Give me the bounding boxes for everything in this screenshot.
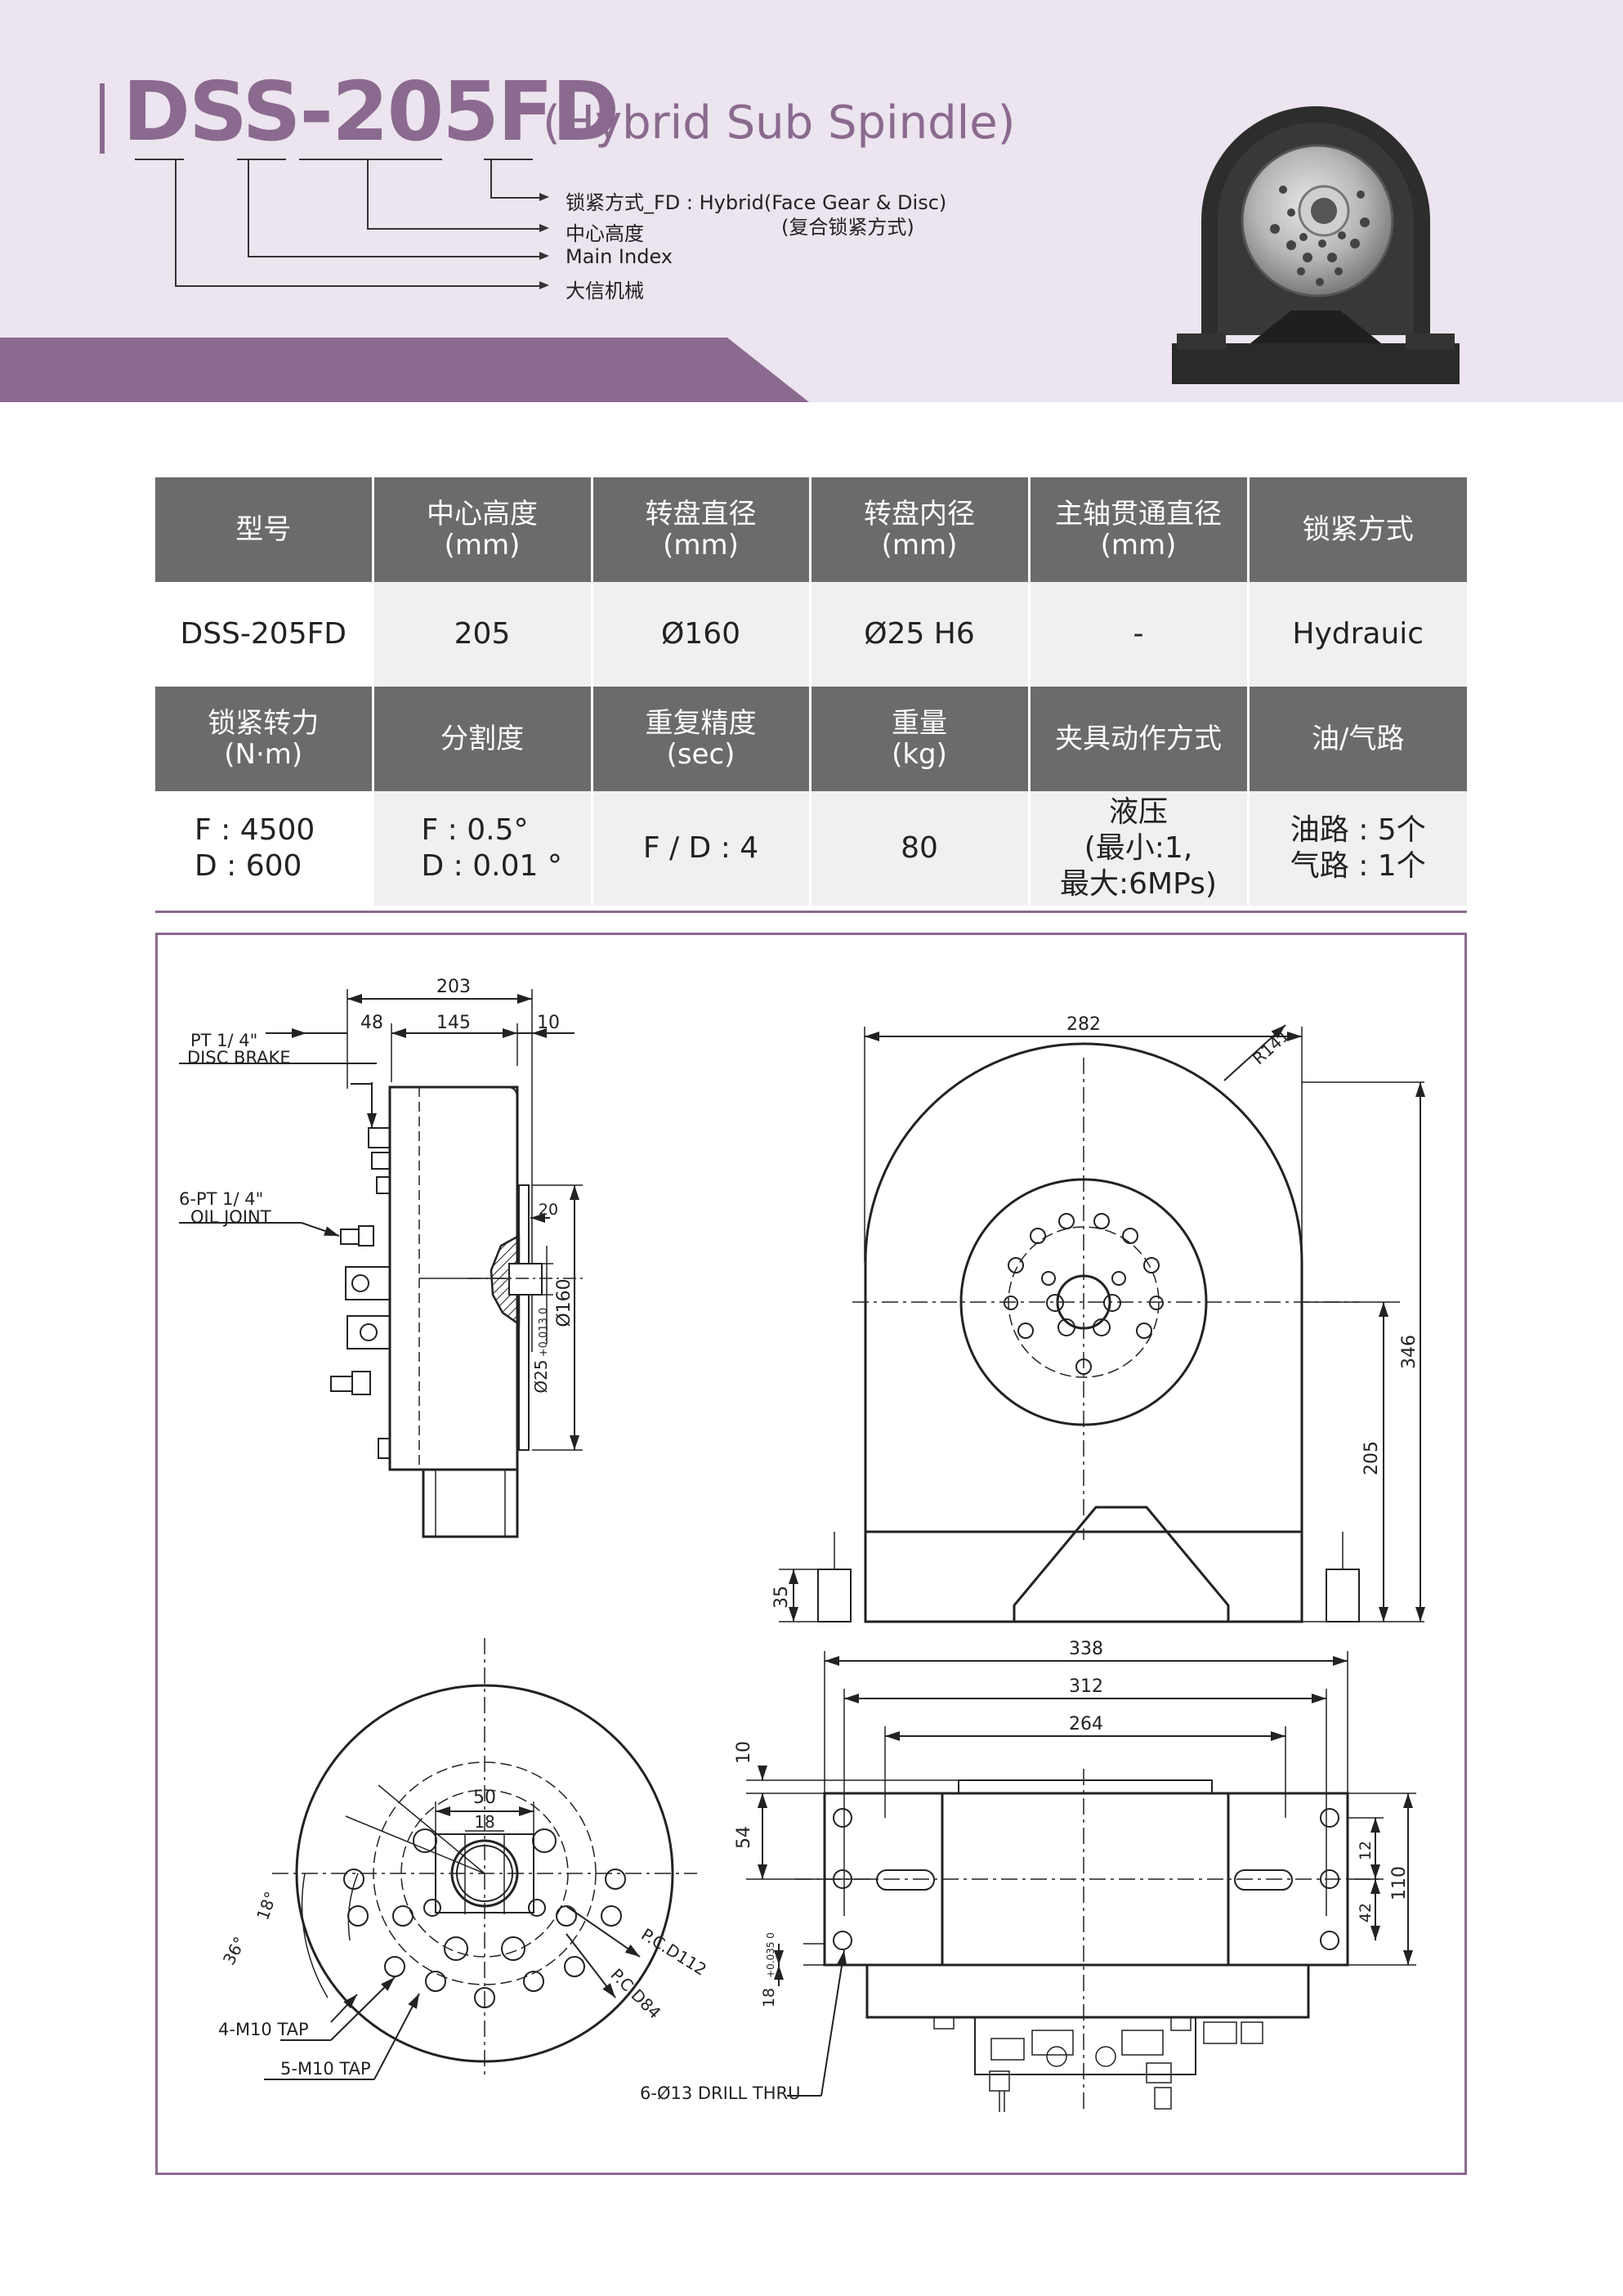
dim-203: 203 (436, 977, 471, 997)
value-weight: 80 (810, 791, 1031, 906)
dim-12: 12 (1357, 1841, 1375, 1860)
dim-18: 18 (474, 1812, 494, 1832)
dim-18-top: 18 (760, 1988, 778, 2007)
legend-label-center-height: 中心高度 (566, 222, 644, 245)
dim-pcd84: P.C.D84 (606, 1965, 664, 2023)
label-pt-disc: PT 1/ 4" (190, 1031, 257, 1050)
dim-20: 20 (539, 1201, 558, 1219)
dim-35: 35 (771, 1586, 792, 1609)
spec-header-row-1: 型号 中心高度(mm) 转盘直径(mm) 转盘内径(mm) 主轴贯通直径(mm)… (155, 477, 1467, 582)
header-table-diameter: 转盘直径(mm) (592, 477, 812, 582)
dim-145: 145 (436, 1013, 471, 1033)
legend-leader-3h (248, 256, 544, 257)
legend-leader-1h (490, 197, 544, 199)
header-clamp-torque: 锁紧转力(N·m) (155, 687, 374, 791)
dim-18-tolerance: +0.035 0 (765, 1932, 776, 1978)
value-lock-method: Hydrauic (1248, 582, 1467, 687)
front-view (779, 1024, 1425, 1623)
value-inner-diameter: Ø25 H6 (810, 582, 1031, 687)
dim-10: 10 (537, 1013, 560, 1033)
header-repeatability: 重复精度(sec) (592, 687, 812, 791)
value-repeatability: F / D : 4 (592, 791, 812, 906)
header-indexing: 分割度 (373, 687, 593, 791)
label-4-m10-tap: 4-M10 TAP (218, 2020, 309, 2039)
header-weight: 重量(kg) (810, 687, 1031, 791)
top-view (746, 1651, 1416, 2112)
dim-36-deg: 36° (219, 1933, 250, 1968)
legend-label-lock-cn: (复合锁紧方式) (781, 216, 914, 239)
legend-leader-2h (367, 228, 544, 230)
dim-d160: Ø160 (554, 1278, 575, 1327)
label-6pt: 6-PT 1/ 4" (179, 1189, 263, 1209)
dim-42: 42 (1357, 1903, 1375, 1922)
header-center-height: 中心高度(mm) (373, 477, 593, 582)
dim-pcd112: P.C.D112 (638, 1924, 710, 1980)
header-accent-stripe (0, 338, 809, 402)
legend-underline-2 (237, 159, 286, 160)
dim-282: 282 (1066, 1014, 1101, 1035)
model-subtitle: (Hybrid Sub Spindle) (543, 96, 1016, 150)
face-view (264, 1638, 697, 2080)
dim-r141: R141 (1249, 1025, 1294, 1068)
model-title: DSS-205FD (123, 64, 619, 159)
dim-205: 205 (1361, 1441, 1382, 1475)
spec-header-row-2: 锁紧转力(N·m) 分割度 重复精度(sec) 重量(kg) 夹具动作方式 油/… (155, 687, 1467, 791)
header-clamp-action: 夹具动作方式 (1029, 687, 1250, 791)
dim-18-deg: 18° (253, 1889, 281, 1923)
header-lock-method: 锁紧方式 (1248, 477, 1467, 582)
drawing-canvas: 203 48 145 10 20 Ø160 Ø25 +0.013 0 PT 1/… (179, 977, 1425, 2112)
legend-leader-4v (175, 159, 177, 286)
technical-drawing: 203 48 145 10 20 Ø160 Ø25 +0.013 0 PT 1/… (155, 933, 1467, 2175)
dim-54: 54 (734, 1826, 754, 1849)
header-inner-diameter: 转盘内径(mm) (810, 477, 1031, 582)
label-drill-thru: 6-Ø13 DRILL THRU (640, 2083, 800, 2103)
legend-label-brand: 大信机械 (566, 280, 644, 302)
dim-264: 264 (1069, 1714, 1103, 1734)
dim-d25-tolerance: +0.013 0 (538, 1308, 550, 1358)
label-oil-joint: OIL JOINT (190, 1207, 271, 1227)
header-through-diameter: 主轴贯通直径(mm) (1029, 477, 1250, 582)
dim-110: 110 (1389, 1866, 1410, 1900)
dim-338: 338 (1069, 1639, 1103, 1659)
header-model: 型号 (155, 477, 374, 582)
value-center-height: 205 (373, 582, 593, 687)
legend-leader-2v (367, 159, 369, 229)
value-clamp-action: 液压(最小:1,最大:6MPs) (1029, 791, 1250, 906)
legend-leader-3v (248, 159, 249, 257)
label-disc-brake: DISC BRAKE (187, 1048, 291, 1067)
label-5-m10-tap: 5-M10 TAP (280, 2059, 371, 2079)
dim-d25: Ø25 (531, 1359, 551, 1393)
dim-48: 48 (360, 1013, 383, 1033)
legend-leader-4h (175, 285, 544, 287)
value-model: DSS-205FD (155, 582, 374, 687)
product-photo (1172, 106, 1460, 384)
value-indexing: F : 0.5°D : 0.01 ° (373, 791, 593, 906)
legend-label-main-index: Main Index (566, 245, 673, 268)
value-oil-air: 油路 : 5个气路 : 1个 (1248, 791, 1467, 906)
spec-value-row-1: DSS-205FD 205 Ø160 Ø25 H6 - Hydrauic (155, 582, 1467, 687)
value-through-diameter: - (1029, 582, 1250, 687)
legend-underline-4 (484, 159, 533, 160)
legend-leader-1v (490, 159, 492, 198)
dim-312: 312 (1069, 1676, 1103, 1697)
table-bottom-rule (155, 911, 1467, 913)
header-oil-air: 油/气路 (1248, 687, 1467, 791)
spec-table: 型号 中心高度(mm) 转盘直径(mm) 转盘内径(mm) 主轴贯通直径(mm)… (155, 477, 1467, 906)
legend-underline-1 (135, 159, 184, 160)
dim-10-top: 10 (734, 1741, 754, 1764)
title-accent-bar (100, 83, 105, 154)
legend-label-lock: 锁紧方式_FD : Hybrid(Face Gear & Disc) (566, 191, 947, 214)
dim-50: 50 (473, 1788, 496, 1808)
legend-underline-3 (299, 159, 442, 160)
legend-arrowheads (539, 193, 549, 289)
side-view (179, 989, 583, 1538)
value-table-diameter: Ø160 (592, 582, 812, 687)
dim-346: 346 (1399, 1335, 1420, 1369)
